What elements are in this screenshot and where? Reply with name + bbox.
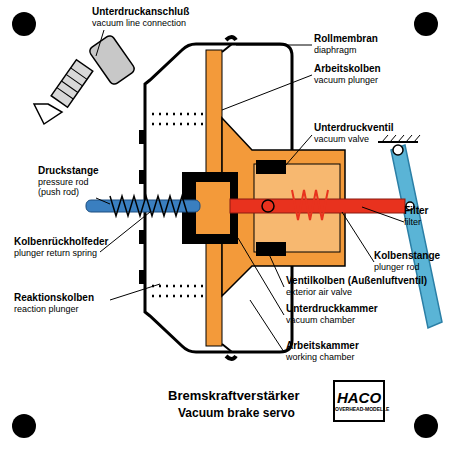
part-name: Rollmembran (314, 33, 378, 45)
diagram-caption: Vacuum brake servo (178, 407, 295, 421)
pedal-lever (391, 145, 442, 328)
logo-box: HACOOVERHEAD-MODELLE (333, 380, 385, 422)
shell-rib (139, 130, 145, 144)
part-name: Arbeitskolben (314, 63, 381, 75)
part-name: Kolbenrückholfeder (14, 236, 108, 248)
leader-lines (96, 30, 404, 352)
leader-line (342, 212, 374, 262)
shell-rib (139, 170, 145, 184)
corner-hole (414, 414, 438, 438)
corner-hole (12, 414, 36, 438)
part-name-english: diaphragm (314, 45, 357, 55)
part-name: Kolbenstange (374, 250, 440, 262)
leader-line (285, 135, 312, 166)
part-name-english: vacuum valve (314, 134, 369, 144)
part-name-english: plunger rod (374, 262, 420, 272)
vacuum-connection (34, 34, 136, 124)
elbow (88, 34, 136, 86)
part-name: Reaktionskolben (14, 292, 94, 304)
leader-line (362, 207, 404, 222)
shell-rib (139, 270, 145, 284)
mount-hatching (382, 135, 420, 142)
leader-line (236, 45, 312, 46)
part-name-english: plunger return spring (14, 248, 97, 258)
part-name: Filter (404, 205, 428, 217)
valve-pin (262, 200, 274, 212)
elbow-body (88, 34, 136, 86)
part-name-english: filter (404, 217, 421, 227)
leader-line (268, 252, 284, 287)
spring-coil (152, 123, 206, 126)
part-name: Unterdruckkammer (286, 303, 378, 315)
leader-line (222, 75, 312, 110)
corner-holes (12, 12, 438, 438)
corner-hole (12, 12, 36, 36)
part-name: Unterdruckventil (314, 122, 393, 134)
valve-seat (256, 242, 286, 256)
part-name-english: reaction plunger (14, 304, 79, 314)
hose-ribs (57, 68, 87, 99)
part-name-english: vacuum plunger (314, 75, 378, 85)
part-name: Druckstange (38, 165, 99, 177)
part-name: Unterdruckanschluß (92, 6, 189, 18)
leader-line (238, 238, 284, 315)
part-name-english: pressure rod (push rod) (38, 177, 100, 198)
shell-rib (139, 230, 145, 244)
part-name-english: vacuum line connection (92, 18, 186, 28)
leader-line (96, 198, 110, 204)
spring-coil (152, 285, 206, 288)
spring-coil (152, 295, 206, 298)
part-name-english: vacuum chamber (286, 315, 355, 325)
valve-seat (256, 160, 286, 174)
part-name-english: exterior air valve (286, 287, 352, 297)
hose-body (51, 60, 93, 108)
leader-line (96, 30, 104, 56)
reaction-disc (196, 182, 230, 234)
logo-subtext: OVERHEAD-MODELLE (335, 406, 383, 413)
part-name: Ventilkolben (Außenluftventil) (286, 275, 427, 287)
flow-arrow (34, 104, 62, 124)
brake-lever (378, 135, 442, 328)
hose (51, 60, 93, 108)
part-name: Arbeitskammer (286, 340, 359, 352)
logo-text: HACO (335, 390, 383, 406)
part-name-english: working chamber (286, 352, 355, 362)
valve-spring (292, 190, 328, 220)
leader-line (250, 300, 284, 352)
spring-coil (152, 113, 206, 116)
corner-hole (414, 12, 438, 36)
diagram-title: Bremskraftverstärker (168, 389, 300, 404)
push-rod (86, 196, 200, 216)
leader-line (110, 284, 160, 300)
lever-pivot (393, 145, 403, 155)
